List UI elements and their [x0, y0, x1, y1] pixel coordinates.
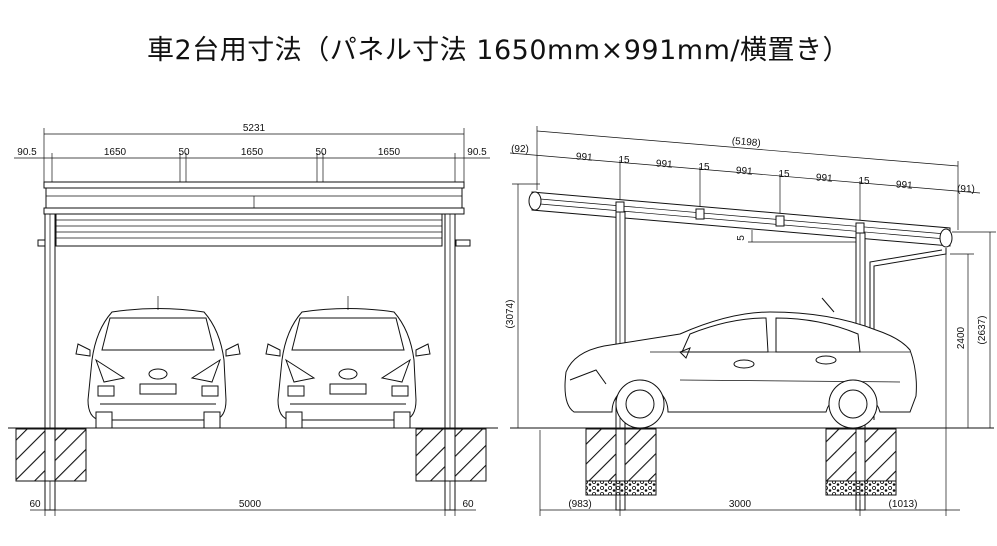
side-gap-2-label: 15: [698, 162, 710, 173]
side-bottom-left-label: (983): [568, 499, 591, 510]
front-bottom-dimensions: 60 5000 60: [29, 499, 476, 516]
side-bottom-span-label: 3000: [729, 499, 752, 510]
front-bottom-left-label: 60: [29, 499, 41, 510]
side-total-length-dimension: (5198): [536, 126, 959, 230]
front-ground: [8, 427, 498, 482]
front-panel-2-label: 1650: [241, 147, 264, 158]
front-panel-3-label: 1650: [378, 147, 401, 158]
side-panel-1-label: 991: [575, 151, 593, 163]
front-bottom-right-label: 60: [462, 499, 474, 510]
side-right-overhang-label: (91): [957, 184, 975, 195]
side-height-low-total-label: (2637): [977, 316, 988, 345]
front-panel-1-label: 1650: [104, 147, 127, 158]
side-roof: [528, 191, 953, 248]
side-panel-5-label: 991: [895, 179, 913, 191]
front-panel-dimensions: 90.5 1650 50 1650 50 1650 90.5: [14, 147, 490, 183]
front-car-left: [75, 296, 241, 429]
front-right-edge-label: 90.5: [467, 147, 487, 158]
side-total-length-label: (5198): [731, 136, 761, 149]
side-gap-1-label: 15: [618, 155, 630, 166]
side-bottom-dimensions: (983) 3000 (1013): [539, 252, 960, 516]
page-title: 車2台用寸法（パネル寸法 1650mm×991mm/横置き）: [147, 35, 850, 66]
front-gap-1-label: 50: [178, 147, 190, 158]
side-gap-3-label: 15: [778, 169, 790, 180]
side-bottom-right-label: (1013): [889, 499, 918, 510]
side-gap-4-label: 15: [858, 176, 870, 187]
side-left-overhang-label: (92): [511, 144, 529, 155]
side-height-dimensions: (3074) 2400 (2637): [505, 183, 996, 429]
front-gap-2-label: 50: [315, 147, 327, 158]
front-total-width-dimension: 5231: [43, 123, 465, 185]
front-car-right: [265, 296, 431, 429]
side-ground: [510, 427, 994, 496]
side-view: (5198) (92) 991 15 991 15 991 15 991 15 …: [505, 126, 996, 516]
side-panel-2-label: 991: [655, 158, 673, 170]
side-slope-label: 5: [736, 235, 747, 241]
front-total-width-label: 5231: [243, 123, 266, 134]
side-height-total-label: (3074): [505, 300, 516, 329]
front-view: 5231 90.5 1650 50 1650 50 1650 90.5: [8, 123, 498, 516]
front-bottom-span-label: 5000: [239, 499, 262, 510]
side-panel-3-label: 991: [735, 165, 753, 177]
side-panel-dimensions: (92) 991 15 991 15 991 15 991 15 991 (91…: [509, 144, 981, 230]
front-roof: [37, 181, 471, 247]
side-height-low-label: 2400: [956, 326, 967, 349]
side-panel-4-label: 991: [815, 172, 833, 184]
front-left-edge-label: 90.5: [17, 147, 37, 158]
side-slope-indicator: 5: [736, 230, 860, 243]
